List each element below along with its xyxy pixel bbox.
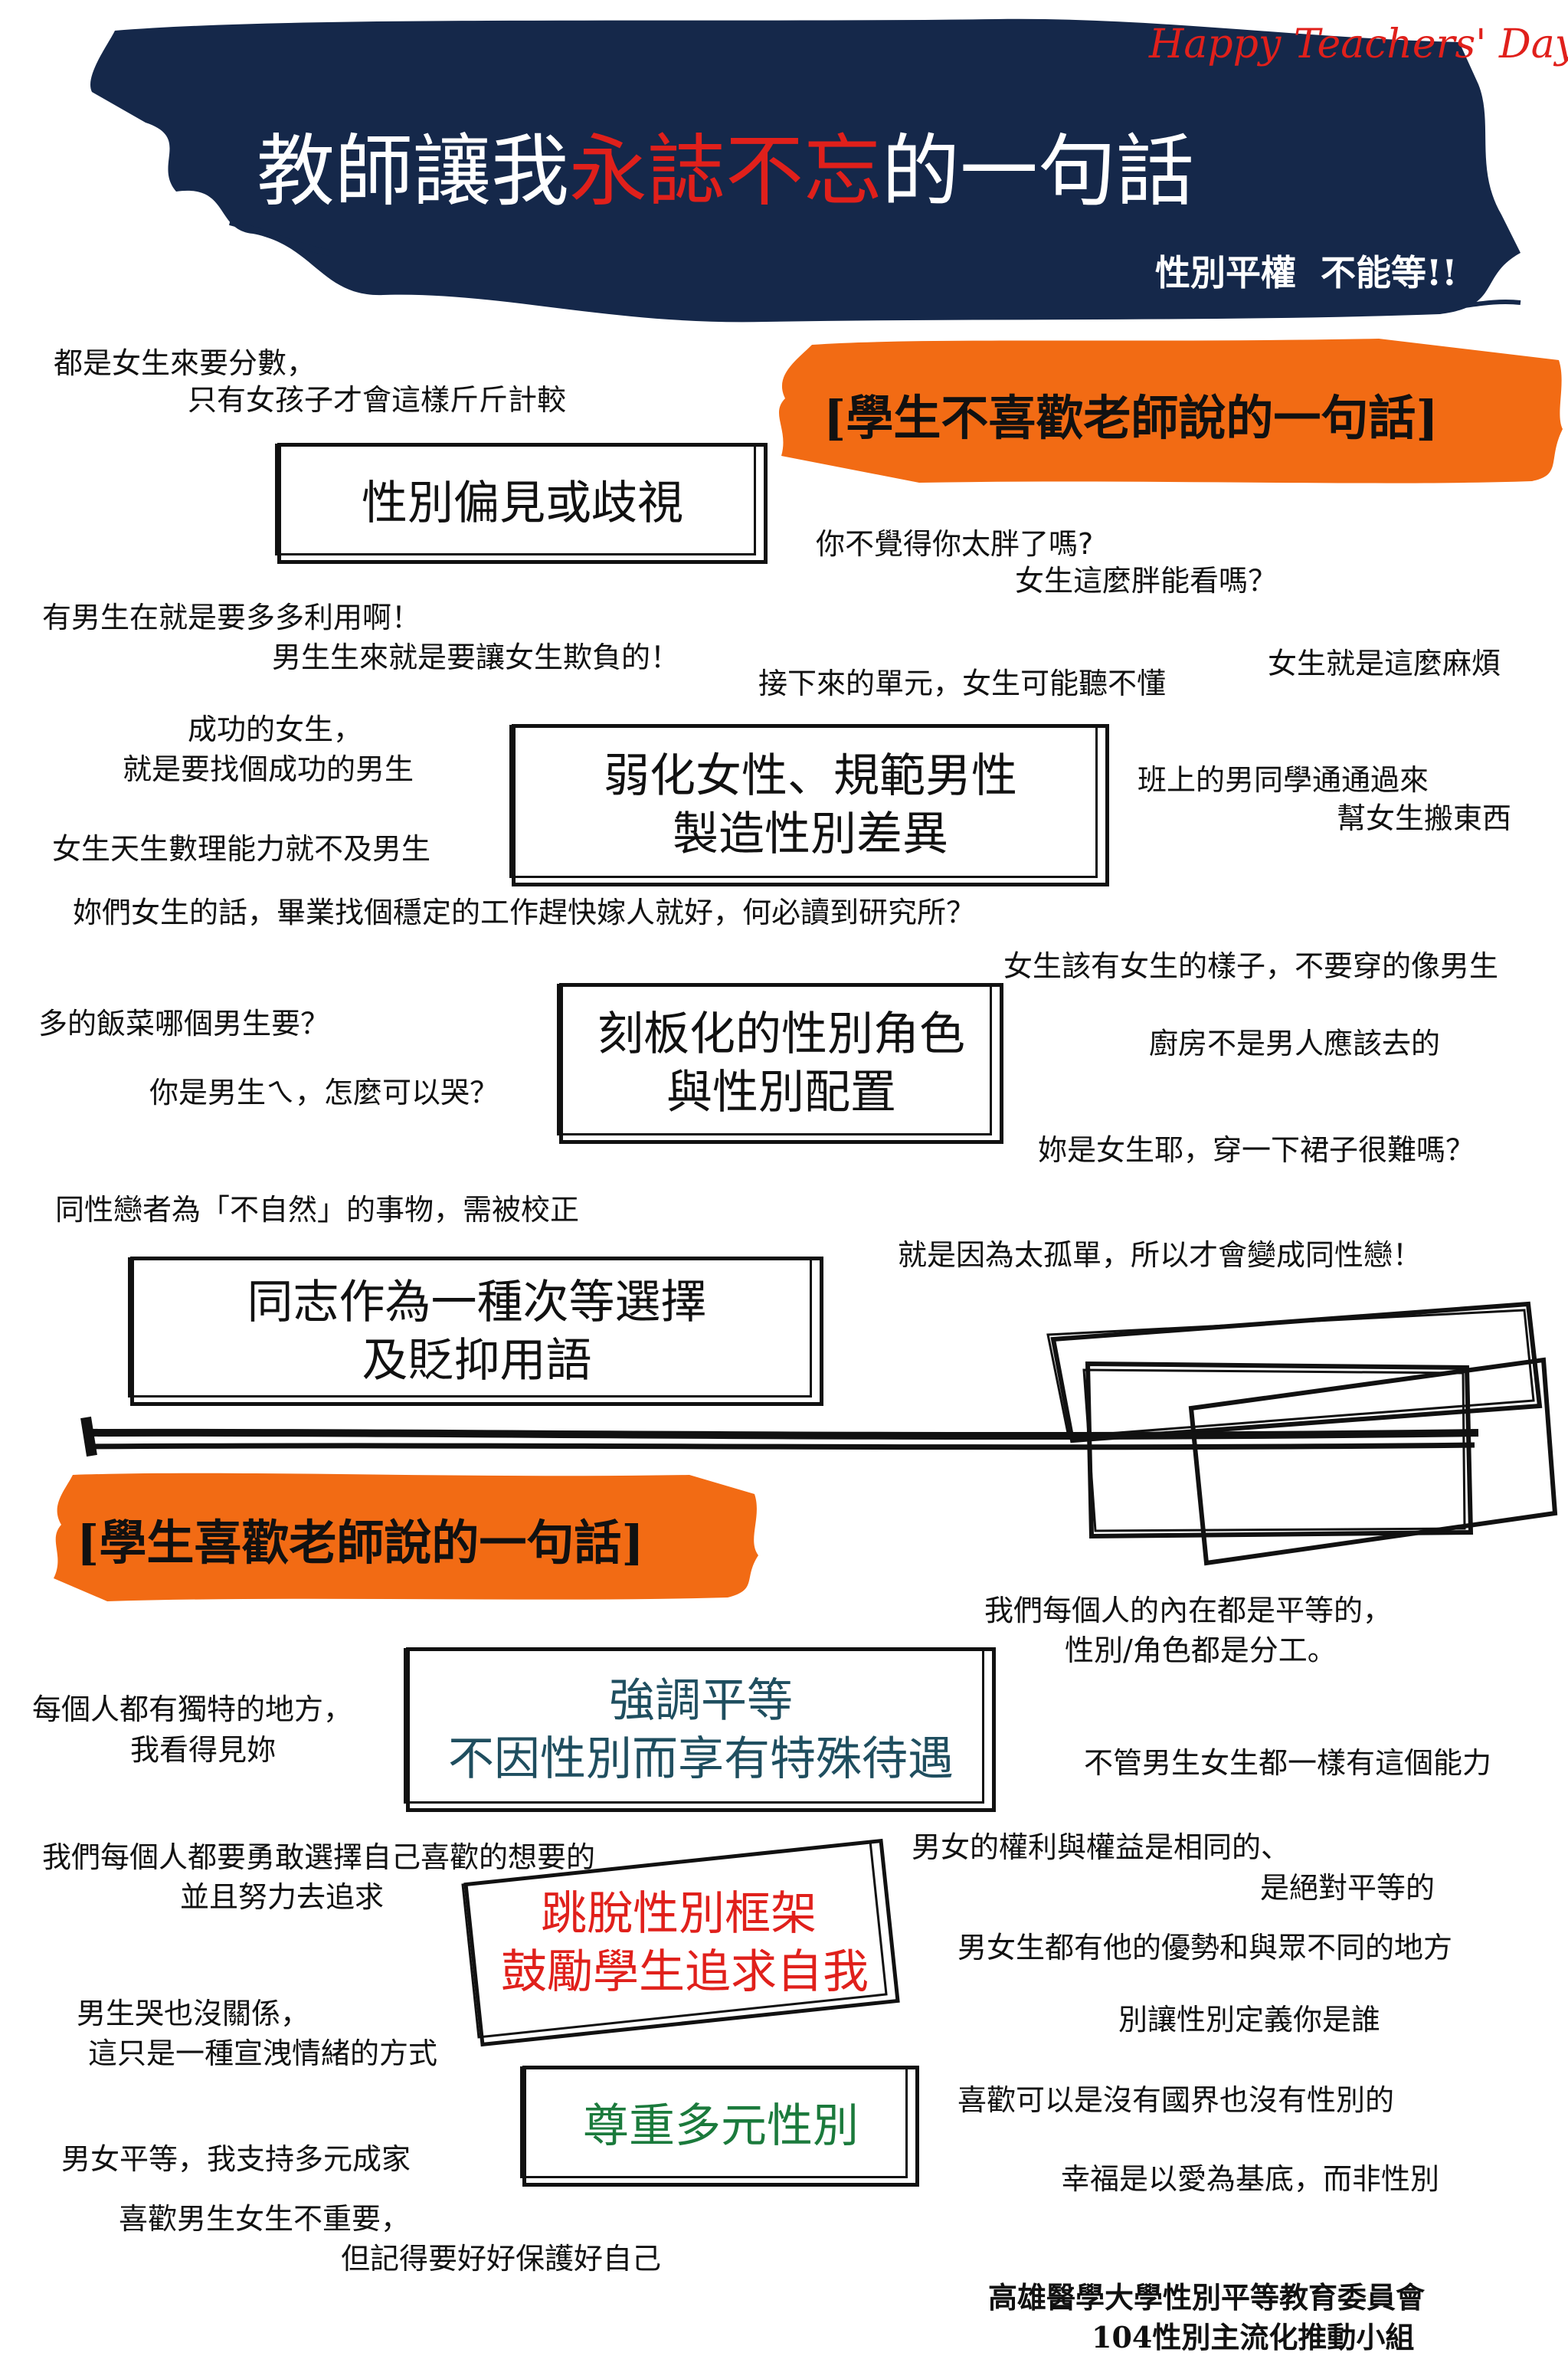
dislike-quote: 你不覺得你太胖了嗎? bbox=[816, 527, 1094, 561]
category-box-stereotype: 刻板化的性別角色 與性別配置 bbox=[557, 983, 1003, 1144]
category-label: 不因性別而享有特殊待遇 bbox=[448, 1732, 954, 1786]
dislike-quote: 女生該有女生的樣子，不要穿的像男生 bbox=[1003, 949, 1499, 983]
category-box-weaken: 弱化女性、規範男性 製造性別差異 bbox=[509, 724, 1109, 886]
title-highlight: 永誌不忘 bbox=[569, 126, 882, 218]
dislike-quote: 有男生在就是要多多利用啊！ bbox=[42, 601, 421, 634]
dislike-quote: 多的飯菜哪個男生要？ bbox=[38, 1007, 330, 1040]
like-quote: 我們每個人的內在都是平等的， bbox=[984, 1594, 1393, 1627]
like-quote: 男女平等，我支持多元成家 bbox=[61, 2142, 411, 2176]
category-label: 跳脫性別框架 bbox=[541, 1886, 817, 1941]
like-quote: 喜歡可以是沒有國界也沒有性別的 bbox=[957, 2083, 1395, 2117]
category-box-lgbt: 同志作為一種次等選擇 及貶抑用語 bbox=[128, 1257, 823, 1406]
like-quote: 幸福是以愛為基底，而非性別 bbox=[1061, 2162, 1440, 2196]
category-label: 與性別配置 bbox=[666, 1066, 896, 1119]
like-quote: 每個人都有獨特的地方， bbox=[32, 1692, 353, 1726]
dislike-quote: 妳是女生耶，穿一下裙子很難嗎？ bbox=[1038, 1133, 1475, 1167]
slogan: 性別平權 不能等!! bbox=[1155, 252, 1458, 293]
dislike-quote: 你是男生ㄟ，怎麼可以哭？ bbox=[149, 1076, 499, 1109]
category-label: 強調平等 bbox=[609, 1673, 793, 1728]
dislike-quote: 成功的女生， bbox=[188, 713, 363, 746]
like-heading: [學生喜歡老師說的一句話] bbox=[77, 1515, 644, 1571]
category-label: 弱化女性、規範男性 bbox=[604, 749, 1017, 803]
like-quote: 我們每個人都要勇敢選擇自己喜歡的想要的 bbox=[42, 1840, 596, 1874]
like-quote: 並且努力去追求 bbox=[180, 1880, 385, 1914]
dislike-heading: [學生不喜歡老師說的一句話] bbox=[823, 390, 1439, 446]
dislike-quote: 幫女生搬東西 bbox=[1337, 801, 1512, 835]
like-quote: 我看得見妳 bbox=[130, 1733, 277, 1767]
dislike-quote: 女生天生數理能力就不及男生 bbox=[52, 832, 431, 866]
dislike-quote: 女生這麼胖能看嗎？ bbox=[1015, 564, 1278, 598]
like-quote: 這只是一種宣洩情緒的方式 bbox=[88, 2037, 438, 2070]
dislike-quote: 就是因為太孤單，所以才會變成同性戀！ bbox=[898, 1238, 1422, 1272]
like-quote: 男女生都有他的優勢和與眾不同的地方 bbox=[957, 1931, 1453, 1964]
dislike-quote: 男生生來就是要讓女生欺負的！ bbox=[272, 641, 680, 674]
footer-org: 高雄醫學大學性別平等教育委員會 bbox=[988, 2280, 1426, 2315]
dislike-quote: 同性戀者為「不自然」的事物，需被校正 bbox=[55, 1193, 580, 1227]
like-quote: 喜歡男生女生不重要， bbox=[119, 2202, 411, 2236]
dislike-quote: 只有女孩子才會這樣斤斤計較 bbox=[188, 383, 567, 417]
category-label: 性別偏見或歧視 bbox=[362, 477, 683, 530]
like-quote: 不管男生女生都一樣有這個能力 bbox=[1084, 1746, 1492, 1780]
footer-unit: 104性別主流化推動小組 bbox=[1092, 2320, 1415, 2354]
decorative-rectangles bbox=[80, 1301, 1558, 1566]
dislike-quote: 班上的男同學通通過來 bbox=[1138, 763, 1429, 797]
greeting: Happy Teachers' Day bbox=[1149, 21, 1568, 67]
category-label: 鼓勵學生追求自我 bbox=[500, 1945, 869, 1999]
category-label: 刻板化的性別角色 bbox=[597, 1008, 965, 1061]
like-quote: 但記得要好好保護好自己 bbox=[341, 2242, 662, 2276]
like-quote: 是絕對平等的 bbox=[1260, 1871, 1435, 1905]
orange-brush-dislike bbox=[778, 339, 1563, 483]
category-box-bias: 性別偏見或歧視 bbox=[275, 443, 768, 564]
dislike-quote: 妳們女生的話，畢業找個穩定的工作趕快嫁人就好，何必讀到研究所？ bbox=[73, 896, 976, 929]
category-label: 尊重多元性別 bbox=[583, 2099, 859, 2153]
dislike-quote: 廚房不是男人應該去的 bbox=[1149, 1027, 1441, 1060]
orange-brush-like bbox=[54, 1473, 758, 1601]
like-quote: 別讓性別定義你是誰 bbox=[1118, 2003, 1381, 2037]
navy-brush-banner bbox=[90, 18, 1521, 323]
category-box-diversity: 尊重多元性別 bbox=[520, 2066, 919, 2187]
like-quote: 男生哭也沒關係， bbox=[77, 1997, 310, 2030]
title-part1: 教師讓我 bbox=[257, 126, 569, 218]
page-title: 教師讓我永誌不忘的一句話 bbox=[257, 126, 1194, 218]
category-label: 製造性別差異 bbox=[673, 808, 948, 861]
dislike-quote: 都是女生來要分數， bbox=[54, 346, 316, 380]
category-label: 同志作為一種次等選擇 bbox=[247, 1275, 707, 1329]
dislike-quote: 女生就是這麼麻煩 bbox=[1268, 647, 1501, 680]
like-quote: 男女的權利與權益是相同的、 bbox=[912, 1830, 1291, 1864]
dislike-quote: 就是要找個成功的男生 bbox=[123, 752, 414, 786]
dislike-quote: 接下來的單元，女生可能聽不懂 bbox=[758, 667, 1167, 700]
category-label: 及貶抑用語 bbox=[362, 1333, 592, 1388]
title-part2: 的一句話 bbox=[882, 126, 1194, 218]
category-box-equality: 強調平等 不因性別而享有特殊待遇 bbox=[404, 1647, 996, 1812]
like-quote: 性別/角色都是分工。 bbox=[1065, 1633, 1337, 1667]
